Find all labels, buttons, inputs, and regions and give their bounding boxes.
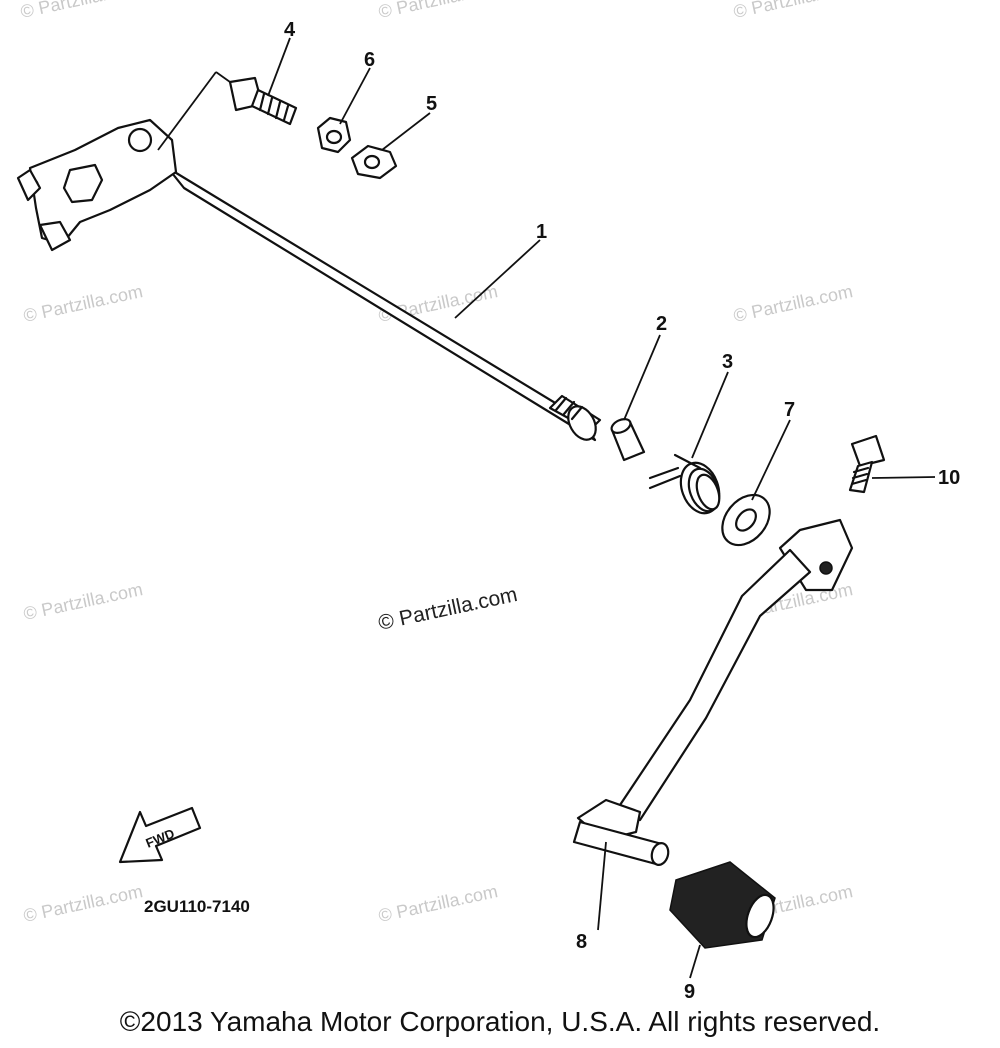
watermark: © Partzilla.com [22, 579, 145, 624]
fwd-arrow-icon: FWD [118, 806, 202, 864]
bolt-part-4 [157, 71, 298, 151]
callout-7: 7 [784, 399, 795, 421]
callout-2: 2 [656, 313, 667, 335]
nut-part-6 [316, 116, 352, 154]
callout-4: 4 [284, 19, 296, 41]
shift-shaft-part-1 [16, 118, 602, 442]
callout-1: 1 [536, 221, 547, 243]
bolt-part-10 [848, 434, 886, 494]
copyright-notice: ©2013 Yamaha Motor Corporation, U.S.A. A… [119, 1006, 881, 1037]
callout-leaders [267, 37, 936, 979]
center-watermark: © Partzilla.com [376, 583, 519, 635]
pedal-rubber-part-9 [669, 861, 776, 949]
spring-part-3 [648, 453, 721, 515]
watermark: © Partzilla.com [377, 0, 500, 22]
watermark: © Partzilla.com [19, 0, 142, 22]
shift-pedal-lever [576, 518, 854, 842]
callout-8: 8 [576, 931, 587, 953]
watermark: © Partzilla.com [377, 881, 500, 926]
callout-9: 9 [684, 981, 695, 1003]
callout-5: 5 [426, 93, 437, 115]
callout-6: 6 [364, 49, 375, 71]
callout-labels: 1 2 3 4 5 6 7 8 9 10 [284, 19, 960, 1003]
washer-part-7 [721, 493, 771, 547]
diagram-code: 2GU110-7140 [144, 897, 250, 916]
watermark: © Partzilla.com [22, 881, 145, 926]
watermark: © Partzilla.com [22, 281, 145, 326]
pin-part-8 [572, 820, 670, 866]
lock-washer-part-5 [350, 144, 398, 180]
watermark: © Partzilla.com [732, 0, 855, 22]
watermark: © Partzilla.com [732, 281, 855, 326]
collar-part-2 [610, 418, 646, 462]
callout-3: 3 [722, 351, 733, 373]
callout-10: 10 [938, 467, 960, 489]
watermark: © Partzilla.com [377, 281, 500, 326]
